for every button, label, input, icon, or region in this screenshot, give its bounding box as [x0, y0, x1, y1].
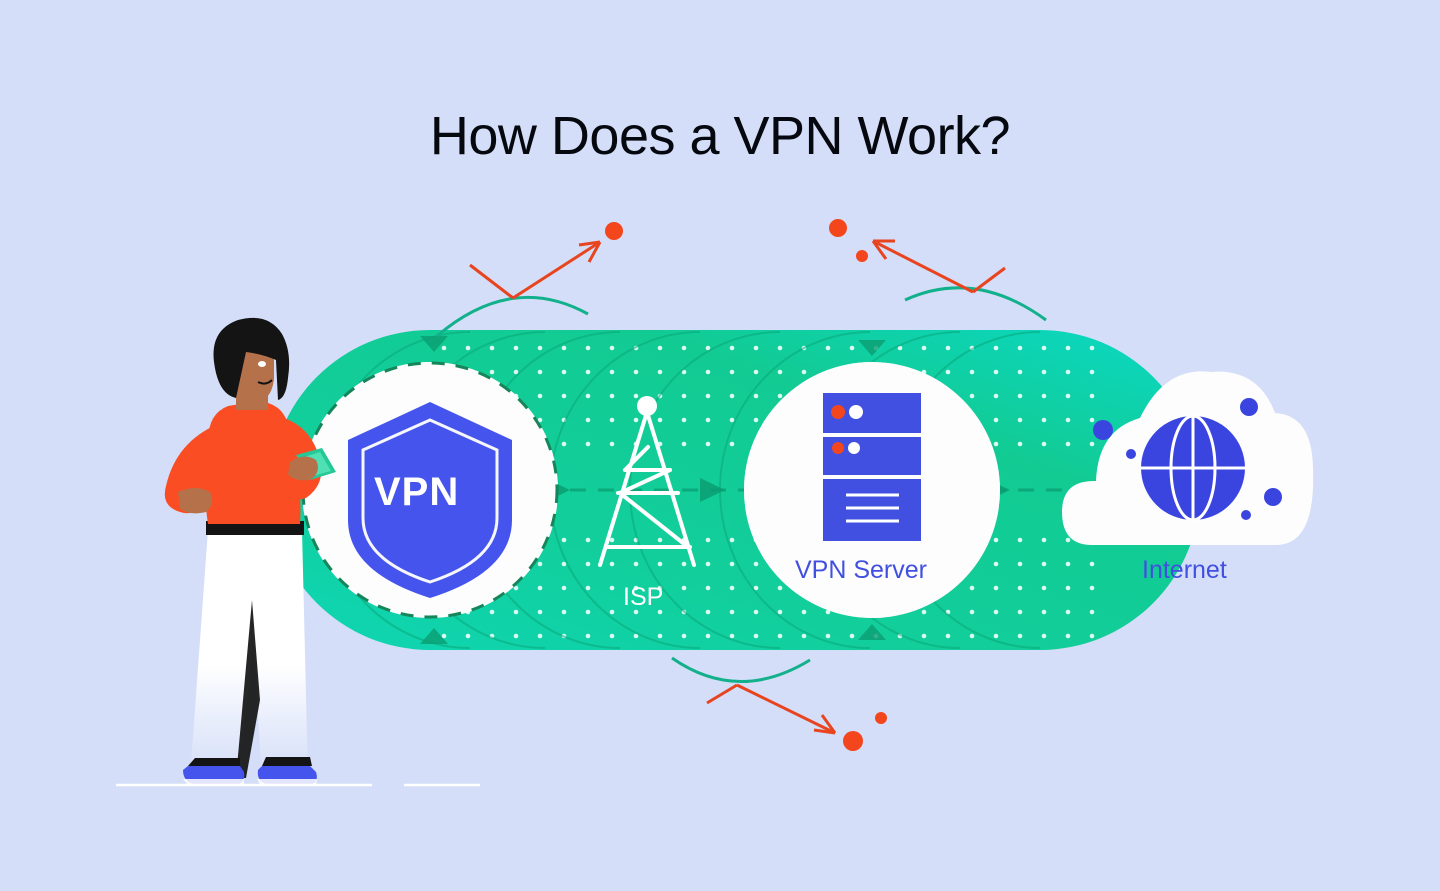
shield-label: VPN: [374, 470, 460, 514]
arrowhead-bottom: [813, 714, 837, 735]
blocked-packet-dot-small: [856, 250, 868, 262]
blocked-packet-dot: [829, 219, 847, 237]
deflection-top-left: [436, 222, 623, 338]
vpn-node-dashed-ring: [301, 361, 559, 619]
tower-beacon-icon: [637, 396, 657, 416]
radio-tower-icon: [598, 410, 696, 567]
vpn-shield-node[interactable]: [301, 361, 559, 619]
deflection-bottom: [671, 656, 887, 751]
incoming-ray-top-left: [469, 263, 514, 300]
blocked-packet-dot: [605, 222, 623, 240]
reflected-ray-top-left: [512, 240, 601, 300]
server-rack-icon: [823, 393, 921, 541]
internet-label: Internet: [1142, 556, 1227, 584]
vpn-server-node[interactable]: [744, 362, 1000, 618]
internet-cloud-node[interactable]: [1062, 371, 1314, 545]
arrowhead-top-right: [871, 239, 895, 260]
isp-tower-node[interactable]: [598, 396, 696, 567]
arrowhead-top-left: [578, 240, 602, 263]
blocked-packet-dot-small: [875, 712, 887, 724]
incoming-ray-bottom: [706, 683, 738, 705]
deflection-top-right: [829, 219, 1047, 322]
shield-arc-bottom: [671, 656, 811, 683]
isp-label: ISP: [623, 583, 664, 611]
tunnel-edge-markers: [420, 336, 886, 644]
globe-icon: [1141, 414, 1245, 522]
person-holding-phone-icon: [164, 317, 336, 786]
reflected-ray-bottom: [736, 683, 836, 735]
page-title: How Does a VPN Work?: [429, 106, 1011, 166]
blocked-packet-dot: [843, 731, 863, 751]
shield-icon: [348, 402, 512, 598]
shield-arc-top-right: [904, 286, 1047, 322]
cloud-accent-dots: [1093, 398, 1282, 520]
reflected-ray-top-right: [872, 239, 974, 294]
vpn-server-label: VPN Server: [795, 556, 927, 584]
incoming-ray-top-right: [972, 266, 1006, 294]
